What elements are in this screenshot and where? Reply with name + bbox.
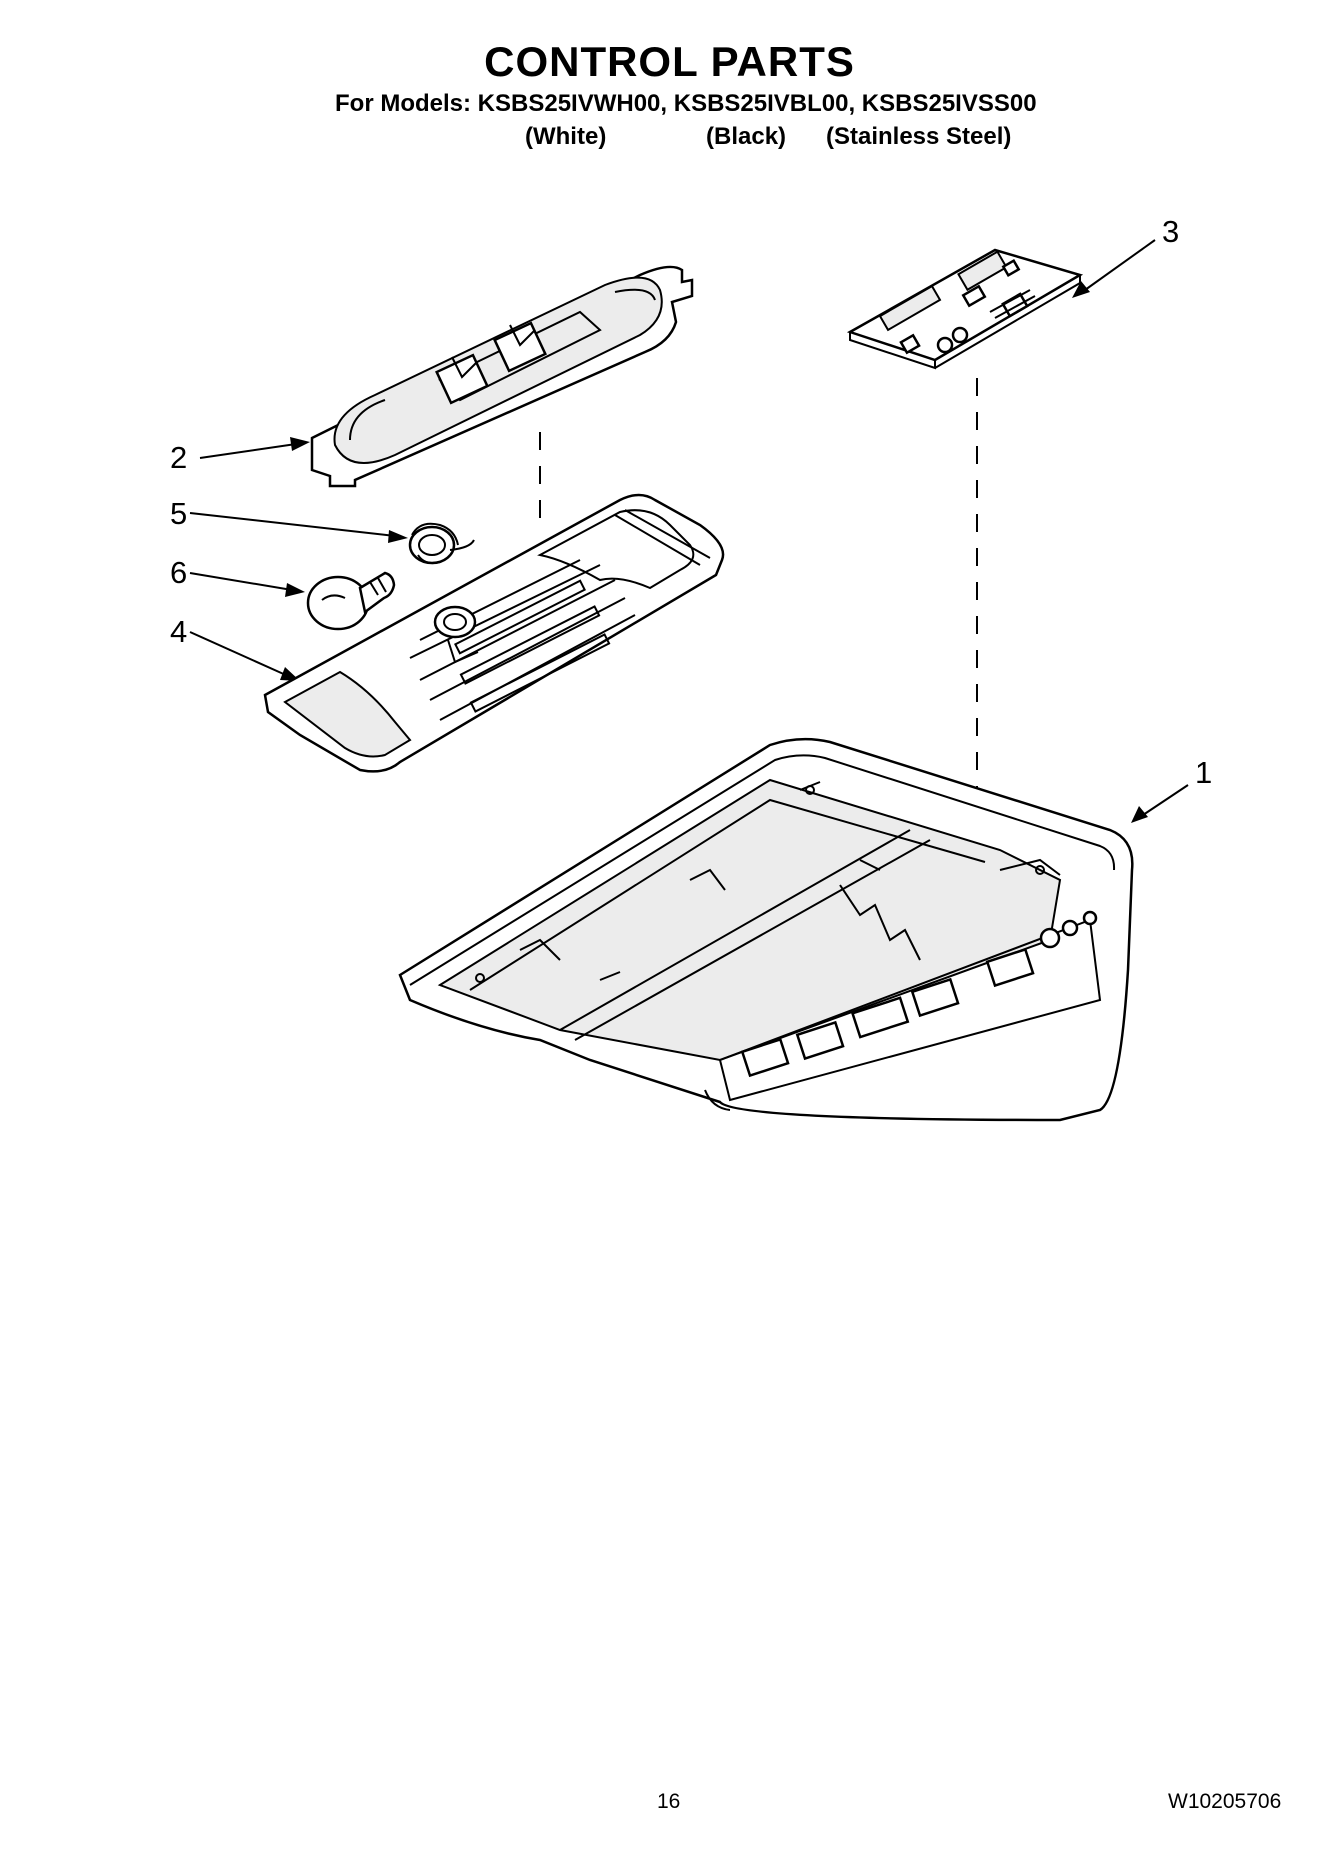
part-4-light-shield (263, 493, 725, 773)
finish-stainless: (Stainless Steel) (826, 123, 1012, 150)
finish-black: (Black) (706, 123, 787, 150)
page-number: 16 (657, 1790, 681, 1813)
models-line: For Models: KSBS25IVWH00, KSBS25IVBL00, … (335, 90, 1037, 117)
part-3-control-board (846, 248, 1084, 370)
callout-5: 5 (170, 496, 188, 531)
callout-1: 1 (1195, 755, 1213, 790)
assembly-lines (539, 378, 978, 905)
callout-3: 3 (1162, 214, 1180, 249)
part-1-control-housing (398, 737, 1134, 1122)
part-6-light-bulb (306, 571, 396, 631)
leader-lines (189, 239, 1189, 823)
part-2-light-housing (310, 265, 694, 488)
finish-white: (White) (525, 123, 607, 150)
document-number: W10205706 (1168, 1790, 1282, 1813)
page-title: CONTROL PARTS (484, 38, 855, 85)
callout-6: 6 (170, 555, 188, 590)
part-5-lamp-socket (408, 522, 475, 565)
callout-2: 2 (170, 440, 188, 475)
callout-4: 4 (170, 614, 188, 649)
